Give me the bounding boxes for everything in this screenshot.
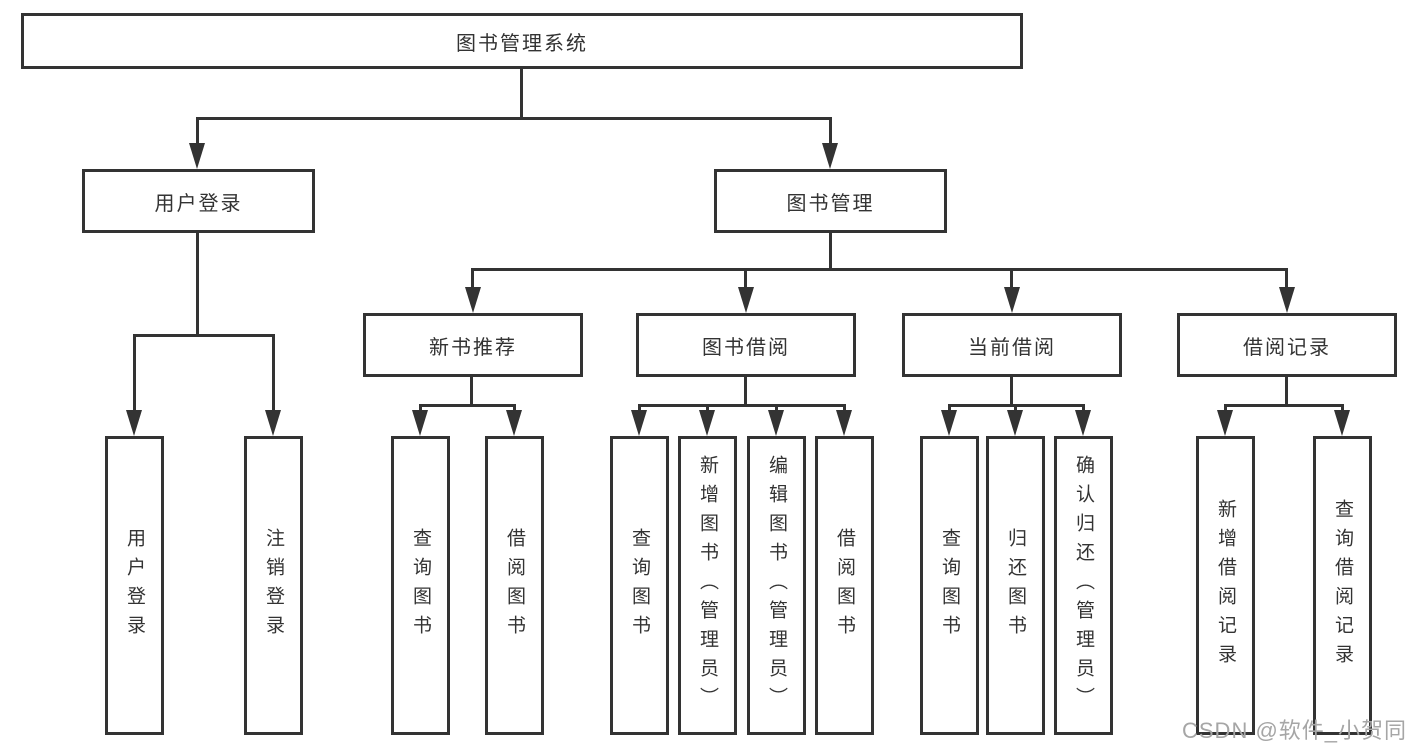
arrow-down-icon: [768, 410, 784, 436]
connector-line: [471, 268, 1288, 271]
node-label: 查询图书: [410, 527, 431, 644]
node-label: 查询借阅记录: [1332, 498, 1353, 673]
connector-line: [775, 404, 778, 413]
leaf-borrow-books: 借阅图书: [485, 436, 544, 735]
arrow-down-icon: [1279, 287, 1295, 313]
connector-line: [1082, 404, 1085, 413]
arrow-down-icon: [836, 410, 852, 436]
node-book-management: 图书管理: [714, 169, 947, 233]
leaf-query-books: 查询图书: [391, 436, 450, 735]
node-book-borrowing: 图书借阅: [636, 313, 856, 377]
connector-line: [638, 404, 846, 407]
node-label: 编辑图书（管理员）: [766, 455, 787, 716]
node-label: 新增借阅记录: [1215, 498, 1236, 673]
arrow-down-icon: [189, 143, 205, 169]
arrow-down-icon: [1007, 410, 1023, 436]
arrow-down-icon: [941, 410, 957, 436]
arrow-down-icon: [631, 410, 647, 436]
node-label: 注销登录: [263, 527, 284, 644]
arrow-down-icon: [465, 287, 481, 313]
arrow-down-icon: [1075, 410, 1091, 436]
node-current-borrowing: 当前借阅: [902, 313, 1122, 377]
connector-line: [744, 268, 747, 289]
connector-line: [1010, 377, 1013, 407]
node-borrowing-records: 借阅记录: [1177, 313, 1397, 377]
node-label: 用户登录: [154, 192, 243, 215]
connector-line: [1285, 268, 1288, 289]
arrow-down-icon: [265, 410, 281, 436]
connector-line: [744, 377, 747, 407]
connector-line: [513, 404, 516, 413]
connector-line: [706, 404, 709, 413]
node-label: 用户登录: [124, 527, 145, 644]
node-label: 归还图书: [1005, 527, 1026, 644]
connector-line: [1341, 404, 1344, 413]
node-label: 借阅图书: [504, 527, 525, 644]
connector-line: [1010, 268, 1013, 289]
connector-line: [829, 233, 832, 271]
arrow-down-icon: [1217, 410, 1233, 436]
connector-line: [1285, 377, 1288, 407]
arrow-down-icon: [1334, 410, 1350, 436]
leaf-confirm-return-admin: 确认归还（管理员）: [1054, 436, 1113, 735]
watermark: CSDN @软件_小贺同学: [1182, 718, 1405, 743]
connector-line: [133, 334, 136, 412]
connector-line: [470, 377, 473, 407]
connector-line: [1224, 404, 1227, 413]
connector-line: [471, 268, 474, 289]
node-label: 借阅记录: [1243, 336, 1331, 359]
leaf-query-borrow-record: 查询借阅记录: [1313, 436, 1372, 735]
leaf-logout: 注销登录: [244, 436, 303, 735]
leaf-add-books-admin: 新增图书（管理员）: [678, 436, 737, 735]
connector-line: [1224, 404, 1344, 407]
arrow-down-icon: [412, 410, 428, 436]
leaf-return-books: 归还图书: [986, 436, 1045, 735]
connector-line: [829, 117, 832, 145]
connector-line: [520, 69, 523, 120]
connector-line: [196, 233, 199, 337]
arrow-down-icon: [822, 143, 838, 169]
leaf-add-borrow-record: 新增借阅记录: [1196, 436, 1255, 735]
connector-line: [638, 404, 641, 413]
node-label: 图书借阅: [702, 336, 790, 359]
connector-line: [272, 334, 275, 412]
leaf-query-books: 查询图书: [610, 436, 669, 735]
node-label: 图书管理: [786, 192, 875, 215]
connector-line: [196, 117, 199, 145]
node-label: 当前借阅: [968, 336, 1056, 359]
node-library-management-system: 图书管理系统: [21, 13, 1023, 69]
node-label: 查询图书: [629, 527, 650, 644]
node-new-book-recommendation: 新书推荐: [363, 313, 583, 377]
arrow-down-icon: [1004, 287, 1020, 313]
node-label: 图书管理系统: [456, 32, 588, 55]
connector-line: [196, 117, 832, 120]
arrow-down-icon: [126, 410, 142, 436]
node-user-login: 用户登录: [82, 169, 315, 233]
node-label: 新书推荐: [429, 336, 517, 359]
arrow-down-icon: [506, 410, 522, 436]
arrow-down-icon: [699, 410, 715, 436]
arrow-down-icon: [738, 287, 754, 313]
leaf-query-books: 查询图书: [920, 436, 979, 735]
connector-line: [419, 404, 422, 413]
connector-line: [948, 404, 951, 413]
connector-line: [1014, 404, 1017, 413]
node-label: 确认归还（管理员）: [1073, 455, 1094, 716]
leaf-edit-books-admin: 编辑图书（管理员）: [747, 436, 806, 735]
leaf-borrow-books: 借阅图书: [815, 436, 874, 735]
connector-line: [843, 404, 846, 413]
connector-line: [419, 404, 516, 407]
node-label: 查询图书: [939, 527, 960, 644]
node-label: 新增图书（管理员）: [697, 455, 718, 716]
leaf-user-login: 用户登录: [105, 436, 164, 735]
connector-line: [133, 334, 275, 337]
node-label: 借阅图书: [834, 527, 855, 644]
